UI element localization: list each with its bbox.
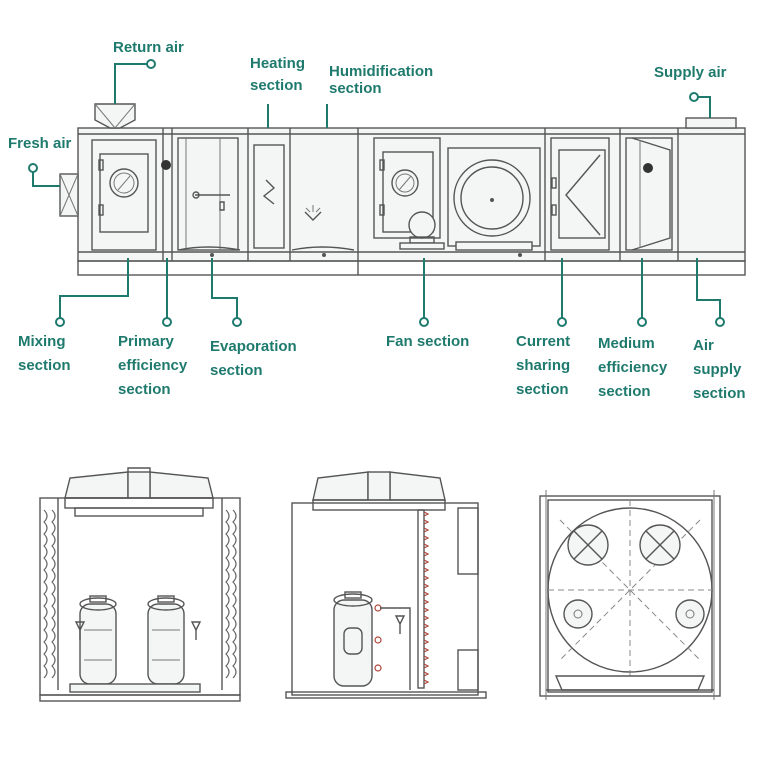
top-view-drawing xyxy=(539,490,721,700)
ahu-side-view xyxy=(59,103,746,276)
label-medium-3: section xyxy=(598,383,651,400)
fan-housing xyxy=(447,147,541,247)
section-labels: Return air Fresh air Heating section Hum… xyxy=(8,39,746,402)
top-compressor-left xyxy=(563,599,593,629)
compressor-left xyxy=(79,603,117,685)
heating-element xyxy=(253,144,285,249)
label-primary-1: Primary xyxy=(118,333,175,350)
label-current-1: Current xyxy=(516,333,570,350)
label-humidification-2: section xyxy=(329,80,382,97)
label-leaders xyxy=(28,59,725,327)
label-supply-air: Supply air xyxy=(654,64,727,81)
label-primary-3: section xyxy=(118,381,171,398)
label-current-3: section xyxy=(516,381,569,398)
label-mixing-2: section xyxy=(18,357,71,374)
mixing-section-door xyxy=(91,139,157,251)
supply-air-outlet xyxy=(685,117,737,129)
label-air-supply-1: Air xyxy=(693,337,714,354)
label-evaporation-1: Evaporation xyxy=(210,338,297,355)
label-heating-2: section xyxy=(250,77,303,94)
label-mixing-1: Mixing xyxy=(18,333,66,350)
ahu-base-rail xyxy=(77,260,746,276)
label-fresh-air: Fresh air xyxy=(8,135,72,152)
label-medium-2: efficiency xyxy=(598,359,668,376)
label-medium-1: Medium xyxy=(598,335,655,352)
label-return-air: Return air xyxy=(113,39,184,56)
compressor-side xyxy=(333,599,373,687)
label-heating-1: Heating xyxy=(250,55,305,72)
label-humidification-1: Humidification xyxy=(329,63,433,80)
label-current-2: sharing xyxy=(516,357,570,374)
front-view-drawing xyxy=(39,467,241,702)
return-air-hood xyxy=(94,103,136,129)
fan-wheel xyxy=(453,159,531,237)
label-evaporation-2: section xyxy=(210,362,263,379)
current-sharing-door xyxy=(550,137,610,251)
side-view-drawing xyxy=(285,471,487,699)
gauge-icon xyxy=(643,163,653,173)
fan-motor xyxy=(408,211,436,239)
label-air-supply-2: supply xyxy=(693,361,742,378)
compressor-right xyxy=(147,603,185,685)
top-compressor-right xyxy=(675,599,705,629)
label-primary-2: efficiency xyxy=(118,357,188,374)
label-fan: Fan section xyxy=(386,333,469,350)
label-air-supply-3: section xyxy=(693,385,746,402)
fan-section-door xyxy=(373,137,441,239)
gauge-icon xyxy=(161,160,171,170)
